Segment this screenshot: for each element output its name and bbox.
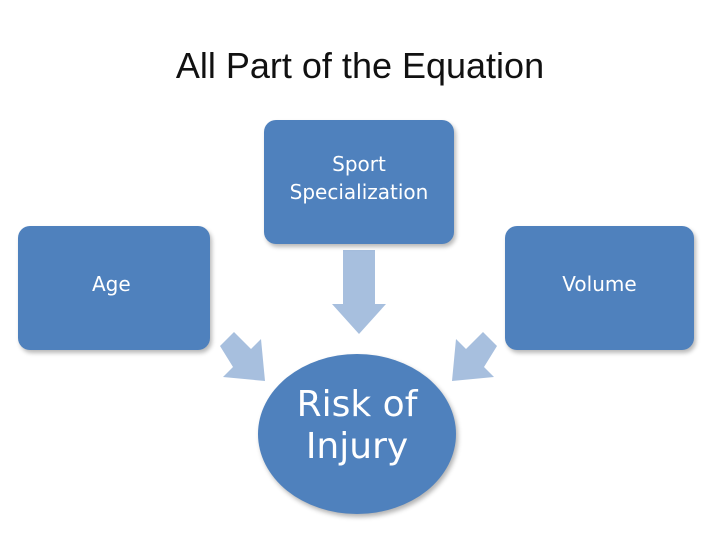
risk-of-injury-circle	[258, 354, 456, 514]
sport-specialization-label: Sport Specialization	[289, 152, 429, 204]
arrow-right-down	[220, 332, 265, 381]
volume-box: Volume	[505, 226, 694, 350]
volume-label: Volume	[562, 272, 637, 296]
arrow-left-down	[452, 332, 497, 381]
age-label: Age	[92, 272, 131, 296]
sport-specialization-box: Sport Specialization	[264, 120, 454, 244]
arrow-down	[332, 250, 386, 334]
age-box: Age	[18, 226, 210, 350]
risk-of-injury-label: Risk of Injury	[296, 384, 418, 467]
slide-title: All Part of the Equation	[175, 45, 545, 86]
